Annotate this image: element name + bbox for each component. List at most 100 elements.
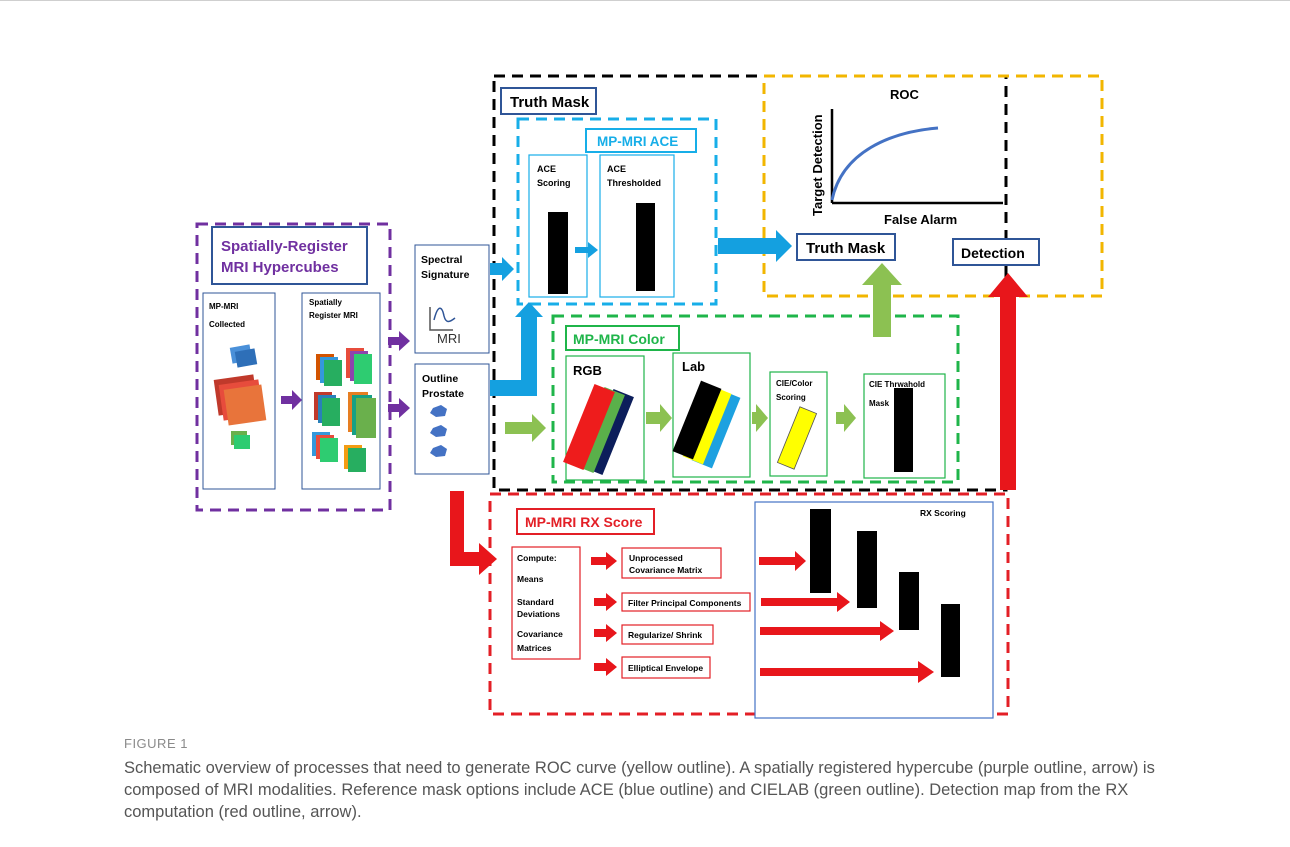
svg-text:RGB: RGB — [573, 363, 602, 378]
arrow-lab-to-cie — [752, 404, 768, 432]
svg-text:Spatially: Spatially — [309, 298, 342, 307]
svg-text:Mask: Mask — [869, 399, 890, 408]
rx-map-4 — [941, 604, 960, 677]
svg-text:ROC: ROC — [890, 87, 920, 102]
ace-region — [516, 117, 718, 306]
svg-text:Compute:: Compute: — [517, 553, 557, 563]
svg-text:Scoring: Scoring — [776, 393, 806, 402]
color-region — [551, 314, 960, 484]
arrow-rx-map3 — [760, 621, 894, 641]
svg-text:Signature: Signature — [421, 269, 470, 281]
rx-compute-panel: Compute: Means Standard Deviations Covar… — [511, 546, 581, 660]
roc-chart: ROC Target Detection False Alarm — [810, 87, 1003, 227]
svg-text:ACE: ACE — [607, 164, 626, 174]
svg-text:CIE/Color: CIE/Color — [776, 379, 812, 388]
ace-scoring-panel: ACE Scoring — [528, 154, 588, 298]
ace-title: MP-MRI ACE — [585, 128, 697, 153]
cie-threshold-panel: CIE Thrwahold Mask — [863, 373, 946, 479]
arrow-rx-map4 — [760, 661, 934, 683]
arrow-rx-step4 — [594, 658, 617, 676]
arrow-rgb-to-lab — [646, 404, 672, 432]
arrow-rx-map2 — [761, 592, 850, 612]
truth-mask-region — [492, 74, 1008, 492]
svg-text:Deviations: Deviations — [517, 609, 560, 619]
svg-text:Unprocessed: Unprocessed — [629, 553, 683, 563]
svg-text:MRI: MRI — [437, 331, 461, 346]
rx-map-2 — [857, 531, 877, 608]
svg-text:Standard: Standard — [517, 597, 554, 607]
rx-region — [488, 492, 1010, 716]
mpmri-collected-panel: MP-MRI Collected — [202, 292, 276, 490]
svg-text:Elliptical Envelope: Elliptical Envelope — [628, 663, 703, 673]
rx-scoring-panel: RX Scoring — [754, 501, 994, 719]
svg-text:MP-MRI ACE: MP-MRI ACE — [597, 134, 678, 149]
pipeline-diagram: Truth Mask MP-MRI ACE Spatially-Register… — [195, 74, 1104, 719]
svg-text:Scoring: Scoring — [537, 178, 571, 188]
svg-text:Covariance: Covariance — [517, 629, 563, 639]
figure-caption: Schematic overview of processes that nee… — [124, 759, 1155, 821]
rx-title: MP-MRI RX Score — [516, 508, 655, 535]
ace-thresholded-panel: ACE Thresholded — [599, 154, 675, 298]
arrow-outline-to-rx — [450, 491, 497, 575]
arrow-ace-to-truth-mask — [718, 230, 792, 262]
svg-text:Spectral: Spectral — [421, 254, 463, 266]
cie-scoring-panel: CIE/Color Scoring — [769, 371, 828, 477]
arrow-cie-to-threshold — [836, 404, 856, 432]
hypercube-title: Spatially-Register MRI Hypercubes — [211, 226, 368, 285]
arrow-rx-map1 — [759, 551, 806, 571]
lab-panel: Lab — [672, 352, 751, 478]
svg-text:Lab: Lab — [682, 359, 705, 374]
arrow-outline-to-color — [505, 414, 546, 442]
svg-text:Covariance Matrix: Covariance Matrix — [629, 565, 702, 575]
svg-text:Filter Principal Components: Filter Principal Components — [628, 598, 742, 608]
hypercube-internal-arrow — [281, 390, 302, 410]
figure-label: FIGURE 1 — [124, 736, 188, 751]
svg-text:RX Scoring: RX Scoring — [920, 508, 966, 518]
svg-text:Collected: Collected — [209, 320, 245, 329]
ace-score-map — [548, 212, 568, 294]
svg-text:Matrices: Matrices — [517, 643, 552, 653]
svg-text:Spatially-Register: Spatially-Register — [221, 238, 348, 255]
arrow-rx-to-detection — [988, 273, 1028, 490]
svg-text:MP-MRI: MP-MRI — [209, 302, 238, 311]
svg-text:MP-MRI Color: MP-MRI Color — [573, 331, 665, 347]
svg-text:MRI Hypercubes: MRI Hypercubes — [221, 259, 339, 276]
svg-text:Target Detection: Target Detection — [810, 114, 825, 216]
spectral-signature-panel: Spectral Signature MRI — [414, 244, 490, 354]
ace-internal-arrow — [575, 242, 598, 258]
rx-step-unprocessed: Unprocessed Covariance Matrix — [621, 547, 722, 579]
truth-mask-title: Truth Mask — [500, 87, 597, 115]
svg-text:Regularize/ Shrink: Regularize/ Shrink — [628, 630, 702, 640]
rgb-panel: RGB — [563, 355, 645, 481]
rx-step-filter: Filter Principal Components — [621, 592, 751, 612]
arrow-color-to-truth-mask — [862, 263, 902, 337]
svg-text:Prostate: Prostate — [422, 388, 464, 400]
svg-text:Detection: Detection — [961, 245, 1025, 261]
svg-text:False Alarm: False Alarm — [884, 212, 957, 227]
rx-step-regularize: Regularize/ Shrink — [621, 624, 714, 645]
arrow-rx-step2 — [594, 593, 617, 611]
svg-text:MP-MRI RX Score: MP-MRI RX Score — [525, 514, 643, 530]
ace-threshold-map — [636, 203, 655, 291]
svg-text:Means: Means — [517, 574, 544, 584]
rx-map-3 — [899, 572, 919, 630]
detection-label: Detection — [952, 238, 1040, 266]
roc-region — [762, 74, 1104, 298]
color-title: MP-MRI Color — [565, 325, 680, 351]
rx-map-1 — [810, 509, 831, 593]
roc-curve — [830, 126, 939, 201]
cie-threshold-map — [894, 388, 913, 472]
arrow-spectral-to-ace — [490, 257, 514, 281]
svg-text:Register MRI: Register MRI — [309, 311, 358, 320]
arrow-to-spectral — [388, 331, 410, 351]
arrow-rx-step1 — [591, 552, 617, 570]
rx-step-elliptical: Elliptical Envelope — [621, 656, 711, 679]
svg-text:Thresholded: Thresholded — [607, 178, 661, 188]
arrow-to-outline — [388, 398, 410, 418]
svg-text:Truth Mask: Truth Mask — [510, 94, 590, 111]
svg-text:CIE Thrwahold: CIE Thrwahold — [869, 380, 925, 389]
truth-mask-label: Truth Mask — [796, 233, 896, 261]
arrow-rx-step3 — [594, 624, 617, 642]
hypercube-region — [195, 222, 392, 512]
